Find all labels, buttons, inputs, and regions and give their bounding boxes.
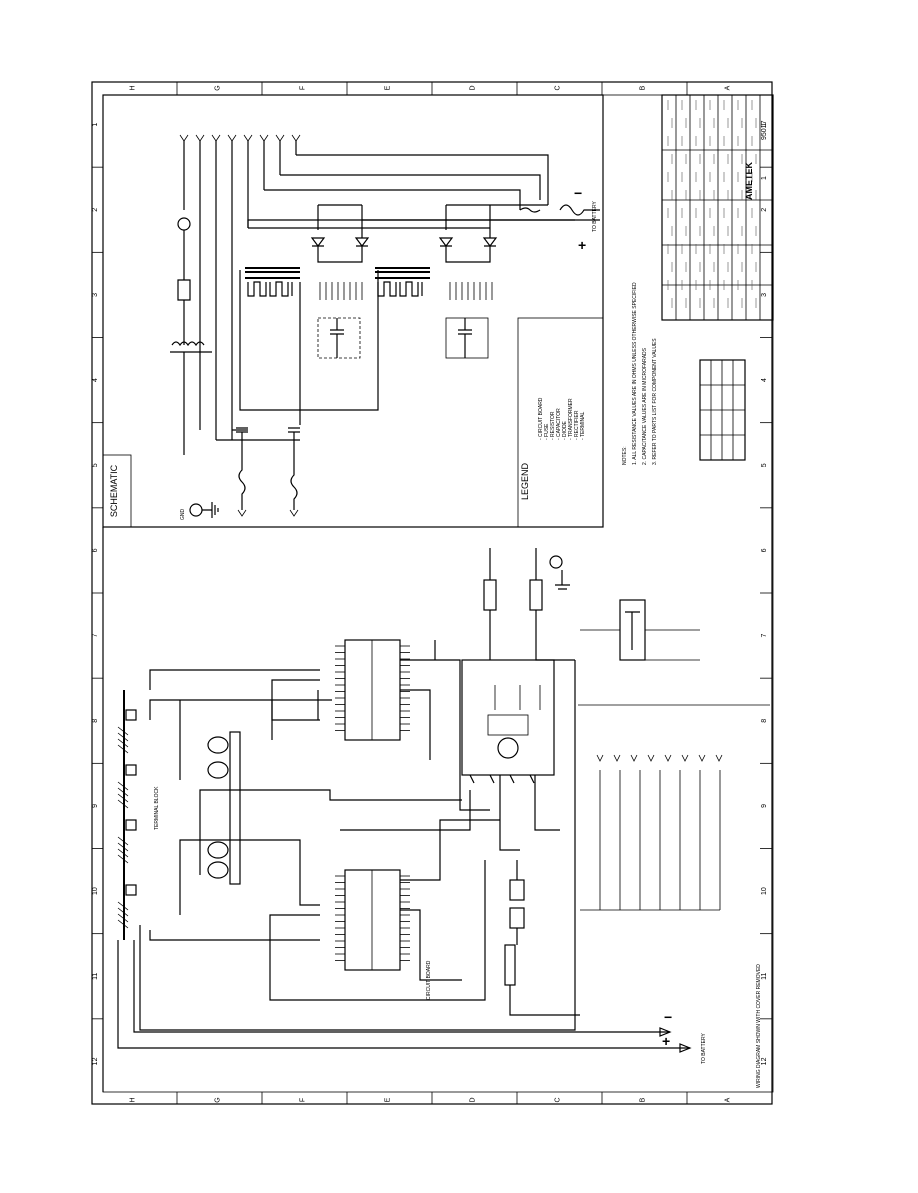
circuit-board-label: CIRCUIT BOARD [426,960,432,1000]
zone-letter: B [640,85,647,90]
zone-number: 1 [761,123,768,127]
zone-letter: E [385,85,392,90]
circuit-board-lower [344,869,401,971]
zone-number: 8 [761,719,768,723]
zone-number: 2 [761,208,768,212]
meter-symbol [177,217,191,231]
schematic-panel [102,94,604,528]
zone-letter: F [300,86,307,90]
zone-number: 12 [761,1057,768,1065]
zone-number: 5 [92,463,99,467]
drawing-number: 95017 [761,120,768,140]
zone-number: 7 [92,634,99,638]
zone-letter: F [300,1098,307,1102]
zone-number: 5 [761,463,768,467]
zone-number: 7 [761,634,768,638]
terminal-block-label: TERMINAL BLOCK [154,786,160,830]
zone-letter: H [130,1097,137,1102]
wiring-diagram [102,527,770,1092]
zone-letter: G [215,1097,222,1102]
sheet-number: 1 [761,176,768,180]
company-logo-text: AMETEK [744,162,754,201]
wiring-plus: + [662,1033,670,1049]
zone-letter: H [130,85,137,90]
legend-item: - RESISTOR [550,411,556,440]
zone-number: 3 [761,293,768,297]
schematic-ground-label: GND [180,509,186,521]
zone-number: 4 [761,378,768,382]
schematic-battery-label: TO BATTERY [592,200,598,232]
note-line: 2. CAPACITANCE VALUES ARE IN MICROFARADS [642,347,648,465]
legend-list: - CIRCUIT BOARD- FUSE- RESISTOR- CAPACIT… [538,397,586,440]
zone-letter: B [640,1097,647,1102]
legend-box [517,317,604,528]
zone-number: 6 [92,548,99,552]
zone-number: 8 [92,719,99,723]
zone-letter: A [725,1097,732,1102]
zone-number: 3 [92,293,99,297]
schematic-title: SCHEMATIC [109,464,119,517]
zone-number: 2 [92,208,99,212]
schematic-minus: − [574,185,582,201]
zone-number: 9 [761,804,768,808]
zone-letter: A [725,85,732,90]
zone-number: 11 [761,973,768,980]
rectifier-block [461,659,555,776]
zone-number: 10 [761,887,768,895]
inner-border [102,94,774,1093]
zone-letter: G [215,85,222,90]
wiring-battery-label: TO BATTERY [701,1032,707,1064]
zone-number: 10 [92,887,99,895]
schematic-title-box [102,454,132,528]
schematic-plus: + [578,237,586,253]
title-block [661,94,774,321]
zone-letter: C [555,1097,562,1102]
zone-number: 12 [92,1057,99,1065]
zone-number: 1 [92,123,99,127]
zone-number: 11 [92,973,99,980]
zone-letter: D [470,1097,477,1102]
schematic-circuit [170,134,600,518]
zone-number: 4 [92,378,99,382]
zone-letter: E [385,1097,392,1102]
legend-item: - TERMINAL [580,412,586,440]
note-line: 3. REFER TO PARTS LIST FOR COMPONENT VAL… [652,338,658,465]
zone-letter: D [470,85,477,90]
legend-item: - CAPACITOR [556,408,562,440]
legend-item: - DIODE [562,420,568,440]
zone-letter: C [555,85,562,90]
legend-item: - RECTIFIER [574,410,580,440]
zone-number: 6 [761,548,768,552]
zone-number: 9 [92,804,99,808]
note-line: NOTES: [622,446,628,465]
circuit-board-upper [344,639,401,741]
wiring-minus: − [664,1009,672,1025]
legend-item: - FUSE [544,423,550,440]
notes: NOTES: 1. ALL RESISTANCE VALUES ARE IN OH… [622,282,658,465]
outer-border [91,81,773,1105]
legend-item: - TRANSFORMER [568,398,574,440]
legend-title: LEGEND [520,462,530,500]
legend-item: - CIRCUIT BOARD [538,397,544,440]
note-line: 1. ALL RESISTANCE VALUES ARE IN OHMS UNL… [632,282,638,465]
wiring-bottom-note: WIRING DIAGRAM SHOWN WITH COVER REMOVED [756,964,762,1088]
small-table [699,359,746,461]
